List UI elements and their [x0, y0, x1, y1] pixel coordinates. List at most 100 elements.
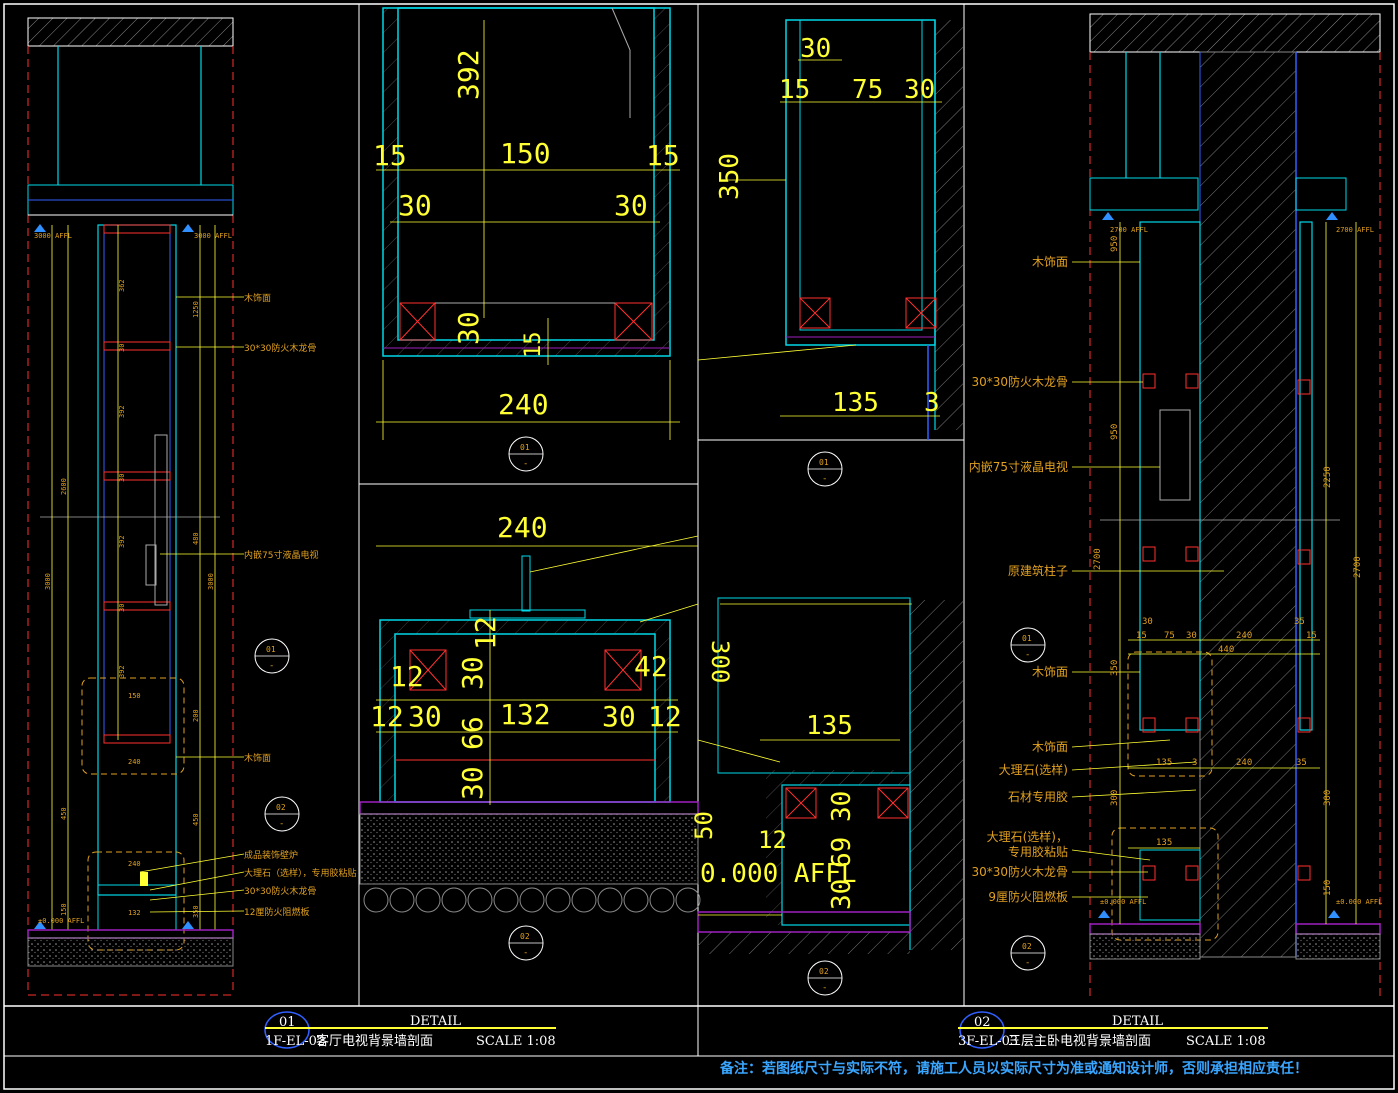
left-dim-2: 450 — [60, 807, 68, 820]
right-label-7: 石材专用胶 — [1008, 789, 1068, 804]
right-label-0: 木饰面 — [1032, 255, 1068, 269]
inner-dim-4: 392 — [118, 535, 126, 548]
db-top-dim-2: 75 — [852, 75, 883, 105]
left-label-5: 大理石（选样），专用胶粘贴 — [244, 867, 357, 879]
db-bot-level: 0.000 AFFL — [700, 859, 857, 889]
inner-dim-1: 30 — [118, 344, 126, 352]
detail-dim-0: 150 — [128, 692, 141, 700]
r-dim-h-3: 30 — [1186, 631, 1197, 641]
da-top-dim-8: 240 — [498, 388, 549, 421]
da-top-dim-1: 15 — [373, 139, 407, 172]
r-level-tr: 2700 AFFL — [1336, 226, 1374, 234]
r-dim-l-4: 300 — [1110, 790, 1120, 806]
da-top-dim-2: 150 — [500, 137, 551, 170]
db-bot-dim-4: 30 — [827, 791, 857, 822]
r-dim-l-0: 950 — [1110, 236, 1120, 252]
svg-text:02: 02 — [276, 803, 286, 812]
da-top-dim-4: 30 — [398, 189, 432, 222]
left-label-2: 内嵌75寸液晶电视 — [244, 549, 318, 561]
right-label-2: 内嵌75寸液晶电视 — [969, 459, 1068, 474]
da-top-dim-0: 392 — [452, 49, 485, 100]
db-bot-dim-3: 12 — [758, 826, 787, 854]
left-label-6: 30*30防火木龙骨 — [244, 885, 316, 897]
r-dim-h-2: 75 — [1164, 631, 1175, 641]
right-dim-3: 200 — [192, 709, 200, 722]
svg-text:02: 02 — [974, 1015, 991, 1030]
svg-text:02: 02 — [819, 967, 829, 976]
left-label-0: 木饰面 — [244, 292, 271, 304]
r-level-br: ±0.000 AFFL — [1336, 898, 1382, 906]
left-callout-02: 02 - — [264, 796, 300, 832]
da-top-dim-7: 15 — [521, 332, 546, 359]
left-label-3: 木饰面 — [244, 752, 271, 764]
da-bot-dim-5: 12 — [370, 700, 404, 733]
svg-text:01: 01 — [520, 443, 530, 452]
r-dim-h-6: 15 — [1306, 631, 1317, 641]
da-bot-callout: 02 - — [508, 925, 544, 961]
right-dim-0: 1250 — [192, 301, 200, 318]
db-top-dim-1: 15 — [779, 75, 810, 105]
da-bot-dim-7: 66 — [456, 716, 489, 750]
svg-text:DETAIL: DETAIL — [410, 1014, 461, 1029]
left-label-4: 成品装饰壁炉 — [244, 849, 298, 861]
db-top-callout: 01 - — [807, 451, 843, 487]
r-dim-l-2: 2700 — [1093, 548, 1103, 570]
left-level-bottom: ±0.000 AFFL — [38, 917, 84, 925]
svg-text:01: 01 — [279, 1015, 296, 1030]
da-bot-dim-8: 132 — [500, 698, 551, 731]
svg-text:客厅电视背景墙剖面: 客厅电视背景墙剖面 — [316, 1033, 433, 1049]
da-bot-dim-2: 12 — [469, 616, 502, 650]
detail-dim-1: 240 — [128, 758, 141, 766]
r-dim-h-9: 3 — [1192, 758, 1197, 768]
right-label-11: 9厘防火阻燃板 — [988, 889, 1068, 904]
detail-dim-2: 240 — [128, 860, 141, 868]
svg-text:01: 01 — [819, 458, 829, 467]
svg-text:-: - — [1025, 650, 1030, 660]
da-bot-dim-0: 240 — [497, 511, 548, 544]
right-label-10: 30*30防火木龙骨 — [971, 864, 1068, 879]
right-dim-5: 350 — [192, 905, 200, 918]
db-bot-dim-0: 300 — [706, 640, 734, 683]
da-top-callout: 01 - — [508, 436, 544, 472]
svg-text:3F-EL-03: 3F-EL-03 — [958, 1034, 1018, 1049]
svg-text:-: - — [523, 459, 528, 469]
da-bot-dim-1: 30 — [456, 656, 489, 690]
right-label-6: 大理石(选样) — [999, 762, 1068, 777]
right-label-8: 大理石(选样)， — [987, 829, 1068, 844]
r-dim-h-12: 135 — [1156, 838, 1172, 848]
r-dim-h-7: 440 — [1218, 645, 1234, 655]
r-dim-r-1: 2700 — [1353, 556, 1363, 578]
db-bot-dim-5: 69 — [827, 837, 857, 868]
left-level-top-right: 3000 AFFL — [194, 232, 232, 240]
db-bot-dim-2: 50 — [690, 811, 718, 840]
da-bot-dim-3: 12 — [390, 660, 424, 693]
drawing-frame — [3, 3, 1395, 1090]
r-dim-h-4: 240 — [1236, 631, 1252, 641]
detail-a-bottom: 240 30 12 12 42 12 30 66 132 30 12 30 02… — [359, 511, 701, 961]
da-bot-dim-11: 30 — [456, 766, 489, 800]
right-dim-2: 480 — [192, 532, 200, 545]
svg-text:-: - — [269, 661, 274, 671]
detail-b-bottom: 300 135 50 12 30 69 30 0.000 AFFL 02 - — [639, 597, 963, 996]
da-bot-dim-6: 30 — [408, 700, 442, 733]
da-top-dim-6: 30 — [452, 311, 485, 345]
detail-b-top: 30 15 75 30 350 135 3 01 - — [697, 19, 963, 487]
left-label-1: 30*30防火木龙骨 — [244, 342, 316, 354]
title-block-left: 01 DETAIL 1F-EL-02 客厅电视背景墙剖面 SCALE 1:08 — [264, 1011, 556, 1049]
svg-text:SCALE 1:08: SCALE 1:08 — [1186, 1034, 1266, 1049]
right-label-4: 木饰面 — [1032, 665, 1068, 679]
svg-text:1F-EL-02: 1F-EL-02 — [265, 1034, 325, 1049]
inner-dim-6: 392 — [118, 665, 126, 678]
svg-text:-: - — [523, 948, 528, 958]
svg-text:DETAIL: DETAIL — [1112, 1014, 1163, 1029]
title-block-right: 02 DETAIL 3F-EL-03 三层主卧电视背景墙剖面 SCALE 1:0… — [958, 1011, 1268, 1049]
left-label-7: 12厘防火阻燃板 — [244, 906, 309, 918]
detail-dim-3: 132 — [128, 909, 141, 917]
svg-text:-: - — [822, 474, 827, 484]
r-level-bl: ±0.000 AFFL — [1100, 898, 1146, 906]
da-bot-dim-4: 42 — [634, 650, 668, 683]
db-top-dim-3: 30 — [904, 75, 935, 105]
svg-text:-: - — [822, 983, 827, 993]
right-callout-01: 01 - — [1010, 627, 1046, 663]
right-dim-4: 450 — [192, 813, 200, 826]
